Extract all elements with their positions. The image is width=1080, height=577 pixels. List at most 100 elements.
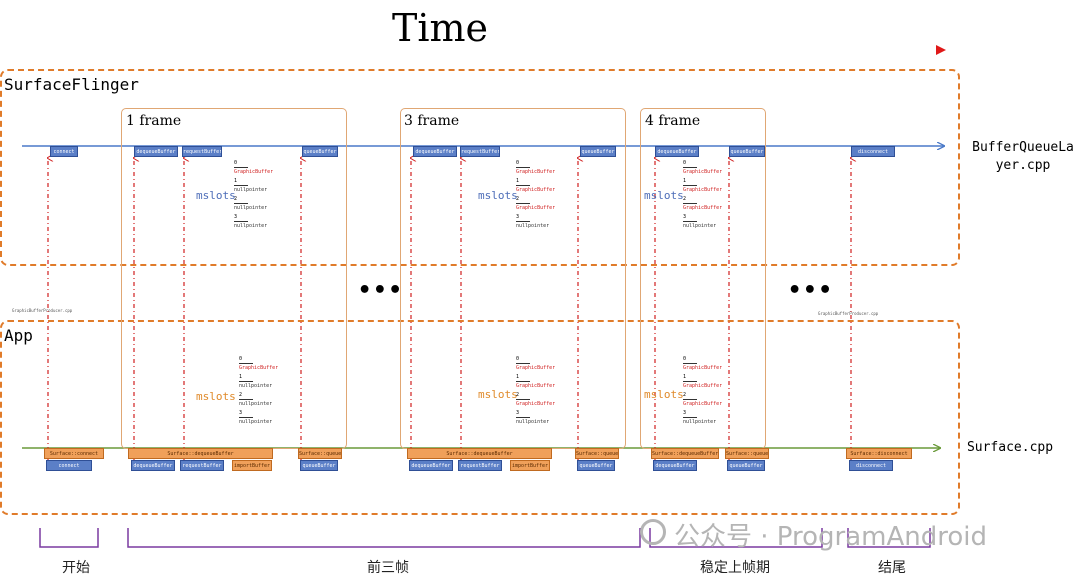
mslot-divider <box>683 417 697 418</box>
mslot-entry: 3 nullpointer <box>516 214 555 229</box>
sf-disconnect-chip: disconnect <box>851 146 895 157</box>
surfaceflinger-region <box>0 69 960 266</box>
mslot-value: nullpointer <box>234 223 268 229</box>
mslot-divider <box>683 167 697 168</box>
producer-file-label-left: GraphicBufferProducer.cpp <box>12 308 73 313</box>
app-surface-dequeue-chip-1: Surface::dequeueBuffer <box>128 448 273 459</box>
sf-request-chip-3: requestBuffer <box>460 146 500 157</box>
sf-queue-chip-4: queueBuffer <box>729 146 765 157</box>
sf-queue-chip-1: queueBuffer <box>302 146 338 157</box>
mslots-label-app-frame3: mslots <box>478 388 518 401</box>
sf-connect-chip: connect <box>50 146 78 157</box>
mslot-value: nullpointer <box>516 419 550 425</box>
mslot-index: 2 <box>683 196 687 202</box>
mslot-divider <box>234 221 248 222</box>
mslot-index: 2 <box>516 392 520 398</box>
sf-dequeue-chip-3: dequeueBuffer <box>413 146 457 157</box>
mslot-value: GraphicBuffer <box>683 401 723 407</box>
sf-queue-chip-3: queueBuffer <box>580 146 616 157</box>
mslot-index: 0 <box>234 160 238 166</box>
app-dequeue-chip-3: dequeueBuffer <box>409 460 453 471</box>
mslot-index: 2 <box>239 392 243 398</box>
app-import-chip-3: importBuffer <box>510 460 550 471</box>
mslot-divider <box>683 221 697 222</box>
wechat-logo-icon <box>640 519 666 545</box>
phase-end-label: 结尾 <box>878 560 906 576</box>
mslots-label-sf-frame3: mslots <box>478 189 518 202</box>
app-surface-connect-chip: Surface::connect <box>44 448 104 459</box>
mslot-divider <box>239 399 253 400</box>
phase-start-label: 开始 <box>62 560 90 576</box>
surface-file-label: Surface.cpp <box>966 440 1054 455</box>
mslots-label-sf-frame1: mslots <box>196 189 236 202</box>
surfaceflinger-label: SurfaceFlinger <box>4 75 139 94</box>
app-dequeue-chip-1: dequeueBuffer <box>131 460 175 471</box>
mslot-index: 0 <box>516 160 520 166</box>
app-region <box>0 320 960 515</box>
mslot-index: 3 <box>516 410 520 416</box>
mslot-index: 3 <box>239 410 243 416</box>
mslot-value: nullpointer <box>683 223 717 229</box>
mslot-entry: 3 nullpointer <box>239 410 278 425</box>
app-surface-dequeue-chip-4: Surface::dequeueBuffer <box>651 448 719 459</box>
app-queue-chip-3: queueBuffer <box>577 460 615 471</box>
app-import-chip-1: importBuffer <box>232 460 272 471</box>
mslot-divider <box>516 399 530 400</box>
mslot-value: nullpointer <box>239 401 273 407</box>
bufferqueuelayer-file-label: BufferQueueLa yer.cpp <box>972 140 1074 173</box>
mslot-value: nullpointer <box>516 223 550 229</box>
mslot-value: GraphicBuffer <box>234 169 274 175</box>
mslot-divider <box>516 203 530 204</box>
mslot-value: GraphicBuffer <box>683 383 723 389</box>
mslot-index: 1 <box>683 374 687 380</box>
mslot-divider <box>239 417 253 418</box>
mslot-index: 2 <box>234 196 238 202</box>
app-dequeue-chip-4: dequeueBuffer <box>653 460 697 471</box>
app-surface-queue-chip-3: Surface::queueBuffer <box>575 448 619 459</box>
mslot-index: 1 <box>683 178 687 184</box>
mslot-value: nullpointer <box>234 205 268 211</box>
time-title: Time <box>391 6 489 50</box>
dotted-connectors <box>48 158 851 462</box>
mslot-index: 2 <box>683 392 687 398</box>
mslot-value: nullpointer <box>239 419 273 425</box>
sf-dequeue-chip-1: dequeueBuffer <box>134 146 178 157</box>
app-request-chip-1: requestBuffer <box>180 460 224 471</box>
mslot-entry: 3 nullpointer <box>516 410 555 425</box>
mslot-index: 0 <box>683 160 687 166</box>
mslot-value: GraphicBuffer <box>516 365 556 371</box>
frame-title-3: 3 frame <box>404 113 460 129</box>
mslot-index: 3 <box>683 410 687 416</box>
mslot-divider <box>516 363 530 364</box>
mslot-index: 3 <box>516 214 520 220</box>
mslot-value: GraphicBuffer <box>516 383 556 389</box>
mslot-divider <box>516 417 530 418</box>
mslot-entry: 2 nullpointer <box>239 392 278 407</box>
mslot-divider <box>516 381 530 382</box>
mslot-index: 0 <box>516 356 520 362</box>
mslots-label-sf-frame4: mslots <box>644 189 684 202</box>
mslot-divider <box>516 167 530 168</box>
mslot-value: GraphicBuffer <box>516 205 556 211</box>
mslot-divider <box>239 363 253 364</box>
mslot-divider <box>683 363 697 364</box>
frame-title-1: 1 frame <box>126 113 182 129</box>
sf-dequeue-chip-4: dequeueBuffer <box>655 146 699 157</box>
